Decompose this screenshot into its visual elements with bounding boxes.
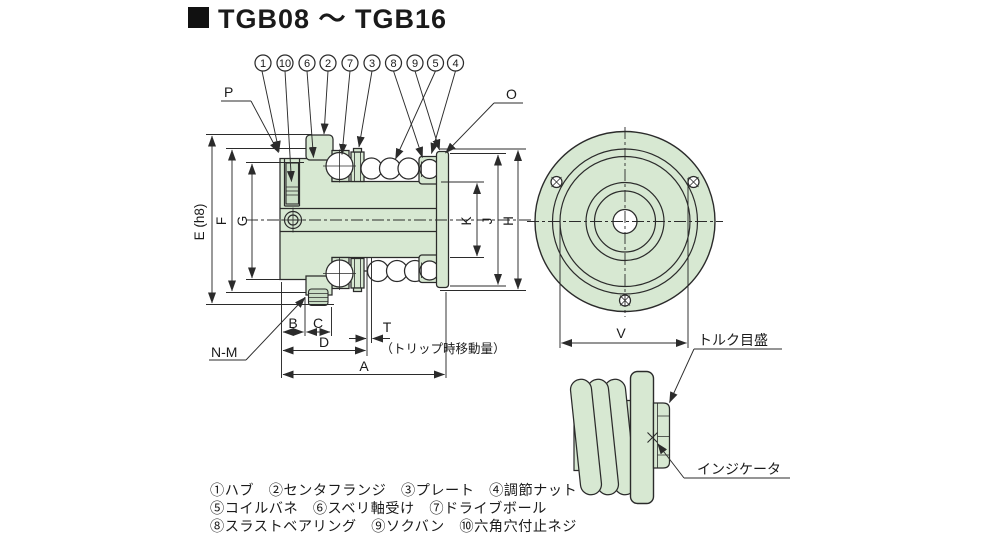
trip-note: （トリップ時移動量） — [380, 342, 505, 356]
spring-loop — [569, 378, 603, 496]
indicator-mark — [647, 432, 658, 443]
callout-6: 6 — [304, 58, 310, 70]
set-screw — [285, 162, 300, 205]
dim-label-c: C — [313, 315, 323, 331]
spring-coil-section — [366, 259, 390, 283]
callout-7: 7 — [347, 58, 353, 70]
dim-label-b: B — [288, 315, 297, 331]
callout-5: 5 — [432, 58, 438, 70]
title-text: TGB08 ～ TGB16 — [218, 4, 447, 34]
dim-label-v: V — [616, 325, 626, 341]
title-square-icon — [188, 7, 209, 28]
dim-label-e: E (h8) — [192, 204, 207, 241]
legend-line-1: ①ハブ ②センタフランジ ③プレート ④調節ナット — [210, 482, 577, 499]
dim-label-k: K — [459, 216, 474, 225]
legend-line-3: ⑧スラストベアリング ⑨ソクバン ⑩六角穴付止ネジ — [210, 519, 577, 535]
section-view: P O N-M E (h8) F G K J H B C T （トリップ時移動量… — [192, 54, 534, 379]
dim-label-h: H — [501, 216, 516, 226]
dim-label-t: T — [383, 319, 392, 335]
callout-1: 1 — [260, 58, 266, 70]
legend-line-2: ⑤コイルバネ ⑥スベリ軸受け ⑦ドライブボール — [210, 500, 547, 517]
page-title: TGB08 ～ TGB16 — [188, 4, 447, 34]
dim-label-g: G — [235, 216, 250, 227]
callout-3: 3 — [369, 58, 375, 70]
spring-coil-section — [360, 157, 383, 180]
spring-detail: トルク目盛 インジケータ — [569, 332, 790, 505]
front-screws — [550, 175, 700, 307]
parts-legend: ①ハブ ②センタフランジ ③プレート ④調節ナット ⑤コイルバネ ⑥スベリ軸受け… — [210, 482, 577, 535]
indicator-nut — [652, 402, 671, 469]
dim-label-nm: N-M — [211, 344, 237, 360]
callout-10: 10 — [279, 58, 291, 70]
spring-coil-section — [397, 157, 420, 180]
torque-scale-label: トルク目盛 — [698, 332, 768, 348]
callout-2: 2 — [325, 58, 331, 70]
scale-plate — [435, 150, 450, 289]
dim-label-d: D — [319, 334, 329, 350]
dim-label-o: O — [506, 86, 517, 102]
dim-label-f: F — [214, 217, 229, 225]
callout-8: 8 — [390, 58, 396, 70]
callout-balloons: 1 10 6 2 7 3 8 9 5 4 — [254, 54, 465, 182]
spring-end-plate — [629, 370, 655, 505]
callout-9: 9 — [412, 58, 418, 70]
indicator-label: インジケータ — [697, 461, 781, 477]
dim-label-p: P — [224, 84, 233, 100]
callout-4: 4 — [452, 58, 458, 70]
dim-label-a: A — [359, 358, 369, 374]
dim-label-j: J — [480, 218, 495, 225]
flange-boss-top — [305, 134, 334, 161]
front-view: V — [527, 127, 723, 348]
spring-coil-section — [378, 157, 402, 180]
